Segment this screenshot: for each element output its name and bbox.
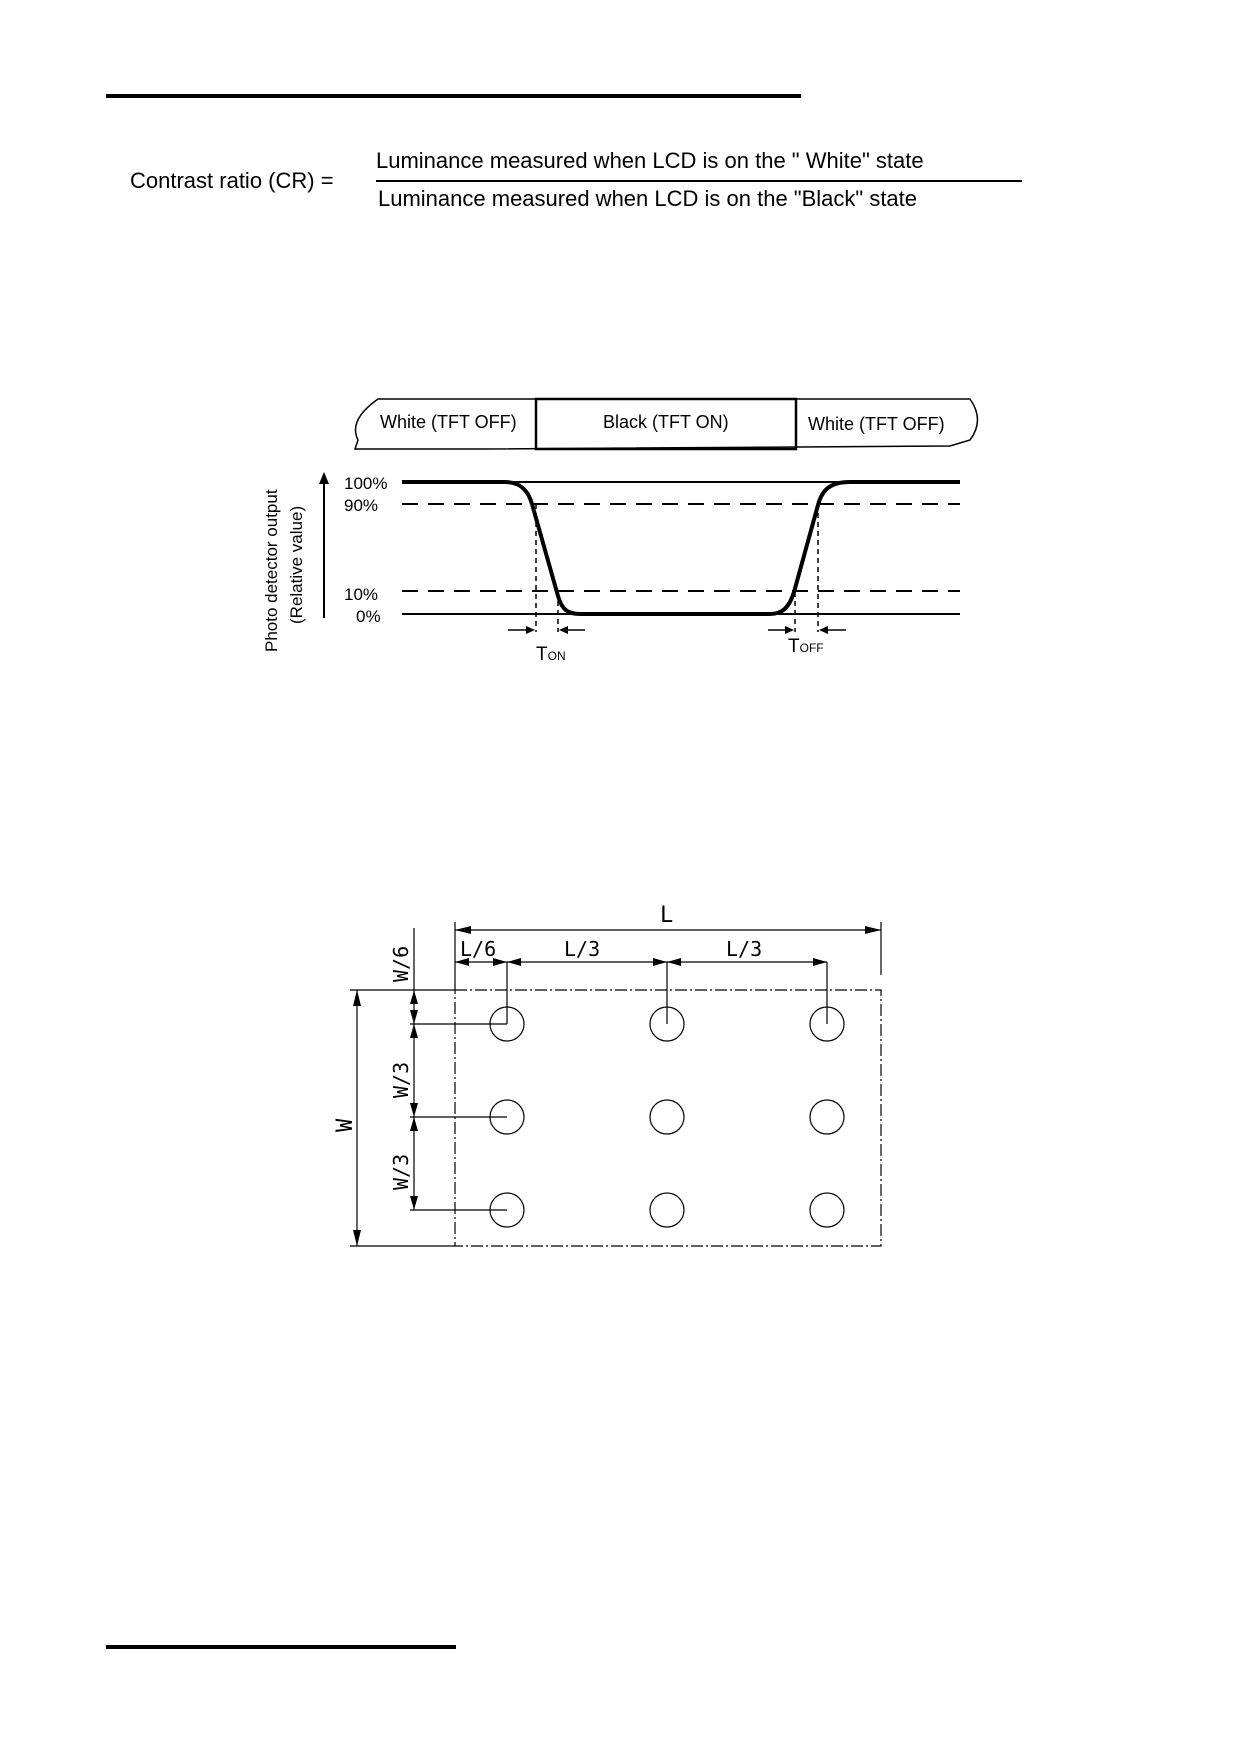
l6-label: L/6 <box>460 937 496 961</box>
y-axis-label-2: (Relative value) <box>287 506 306 624</box>
w3-label-1: W/3 <box>389 1062 413 1098</box>
l6-arrow-right <box>493 958 507 966</box>
l3-label-1: L/3 <box>564 937 600 961</box>
width-label: W <box>333 1118 358 1132</box>
measurement-point-1-3 <box>809 1006 845 1042</box>
measurement-point-3-3 <box>809 1192 845 1228</box>
bottom-rule <box>106 1645 456 1649</box>
w6-arrow-bottom <box>410 1010 418 1024</box>
l3a-arrow-right <box>653 958 667 966</box>
w3-label-2: W/3 <box>389 1154 413 1190</box>
w-arrow-top <box>353 990 361 1006</box>
w6-arrow-top <box>410 990 418 1004</box>
response-curve <box>402 480 960 616</box>
state-black-box <box>534 397 798 451</box>
measurement-point-2-2 <box>649 1099 685 1135</box>
w3a-arrow-top <box>410 1024 418 1038</box>
ton-label: TON <box>536 644 566 665</box>
toff-arrowhead-right <box>819 626 828 634</box>
fraction-bar <box>376 180 1022 182</box>
formula-numerator: Luminance measured when LCD is on the " … <box>376 148 924 173</box>
toff-arrowhead-left <box>785 626 794 634</box>
l3-label-2: L/3 <box>726 937 762 961</box>
measurement-point-3-2 <box>649 1192 685 1228</box>
l6-arrow-left <box>455 958 469 966</box>
l3b-arrow-right <box>813 958 827 966</box>
l-arrow-left <box>455 926 471 934</box>
state-white-right: White (TFT OFF) <box>808 414 945 434</box>
y-axis-arrowhead <box>319 472 329 484</box>
top-rule <box>106 94 801 98</box>
measurement-point-2-1 <box>489 1099 525 1135</box>
formula-lhs: Contrast ratio (CR) = <box>130 168 334 193</box>
ton-arrowhead-right <box>559 626 568 634</box>
w3b-arrow-top <box>410 1117 418 1131</box>
w3b-arrow-bottom <box>410 1196 418 1210</box>
y-axis-label-1: Photo detector output <box>262 489 281 652</box>
formula-denominator: Luminance measured when LCD is on the "B… <box>378 186 918 211</box>
toff-label: TOFF <box>788 636 824 657</box>
level-90: 90% <box>344 496 378 515</box>
w6-label: W/6 <box>389 946 413 982</box>
length-label: L <box>660 903 673 928</box>
state-band-outline <box>353 398 979 450</box>
l3a-arrow-left <box>507 958 521 966</box>
l-arrow-right <box>865 926 881 934</box>
level-10: 10% <box>344 585 378 604</box>
ton-arrowhead-left <box>526 626 535 634</box>
measurement-point-2-3 <box>809 1099 845 1135</box>
l3b-arrow-left <box>667 958 681 966</box>
w-arrow-bottom <box>353 1230 361 1246</box>
state-white-left: White (TFT OFF) <box>380 412 517 432</box>
w3a-arrow-bottom <box>410 1103 418 1117</box>
measurement-point-3-1 <box>489 1192 525 1228</box>
measurement-point-1-1 <box>489 1006 525 1042</box>
panel-outline <box>454 989 882 1247</box>
level-0: 0% <box>356 607 381 626</box>
measurement-point-1-2 <box>649 1006 685 1042</box>
level-100: 100% <box>344 474 387 493</box>
state-black: Black (TFT ON) <box>603 412 729 432</box>
